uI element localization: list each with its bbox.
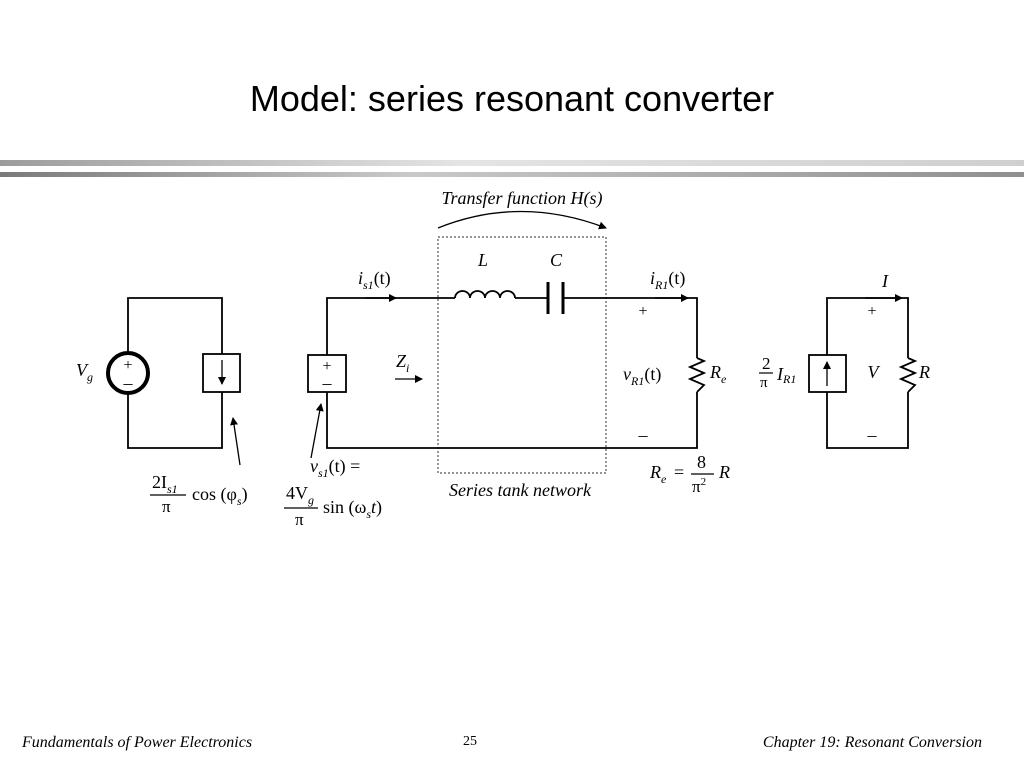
svg-text:sin (ωst): sin (ωst) [323, 497, 382, 521]
resistor-re [687, 357, 707, 393]
output-circuit [808, 294, 918, 449]
equation-output-source: 2 π IR1 [759, 354, 796, 391]
input-current-label: is1(t) [358, 268, 391, 292]
svg-text:+: + [322, 358, 331, 375]
output-minus-sign: – [638, 425, 649, 445]
svg-text:π: π [760, 375, 768, 391]
svg-text:=: = [674, 462, 684, 482]
circuit-diagram: Transfer function H(s) Series tank netwo… [76, 188, 930, 529]
load-current-label: I [881, 271, 889, 291]
svg-text:IR1: IR1 [776, 364, 796, 386]
load-minus-sign: – [867, 425, 878, 445]
svg-text:–: – [123, 373, 134, 393]
svg-text:–: – [322, 373, 333, 393]
svg-text:R: R [718, 462, 730, 482]
tank-network-label: Series tank network [449, 480, 592, 500]
square-wave-source [307, 354, 347, 393]
load-resistor-label: R [918, 362, 930, 382]
svg-text:2Is1: 2Is1 [152, 472, 178, 496]
svg-text:4Vg: 4Vg [286, 483, 314, 507]
svg-text:+: + [123, 357, 132, 374]
resonant-circuit: + – [307, 282, 707, 449]
load-resistor [898, 357, 918, 393]
load-plus-sign: + [867, 303, 876, 320]
title-divider-bottom [0, 172, 1024, 177]
svg-text:π2: π2 [692, 476, 706, 496]
transfer-function-label: Transfer function H(s) [441, 188, 602, 209]
capacitor-label: C [550, 250, 563, 270]
equation-input-current: 2Is1 π cos (φs) [150, 472, 248, 516]
title-divider-top [0, 160, 1024, 166]
svg-text:vs1(t) =: vs1(t) = [310, 456, 360, 480]
load-voltage-label: V [868, 362, 881, 382]
slide-title: Model: series resonant converter [249, 78, 775, 119]
svg-text:2: 2 [762, 354, 771, 373]
tank-network-box [437, 236, 607, 474]
output-current-label: iR1(t) [650, 268, 685, 292]
equation-source-voltage: vs1(t) = 4Vg π sin (ωst) [284, 456, 382, 529]
dc-input-circuit: + – Vg [76, 297, 241, 449]
equation-re: Re = 8 π2 R [649, 452, 730, 496]
resistor-re-label: Re [709, 362, 727, 386]
transfer-function-arc [437, 210, 607, 230]
output-plus-sign: + [638, 303, 647, 320]
input-impedance-label: Zi [396, 351, 409, 375]
output-voltage-label: vR1(t) [623, 364, 661, 388]
svg-text:Re: Re [649, 462, 667, 486]
page-number: 25 [463, 734, 477, 749]
inductor-label: L [477, 250, 488, 270]
pointer-arrow-current-source [230, 417, 241, 466]
voltage-source-vg [106, 351, 150, 395]
svg-text:8: 8 [697, 452, 706, 472]
footer-book-title: Fundamentals of Power Electronics [22, 734, 253, 751]
svg-text:Vg: Vg [76, 360, 93, 384]
svg-text:cos (φs): cos (φs) [192, 484, 248, 508]
svg-text:π: π [295, 510, 304, 529]
pointer-arrow-square-source [310, 403, 324, 459]
svg-text:π: π [162, 497, 171, 516]
inductor [454, 290, 516, 299]
footer-chapter: Chapter 19: Resonant Conversion [762, 734, 982, 751]
